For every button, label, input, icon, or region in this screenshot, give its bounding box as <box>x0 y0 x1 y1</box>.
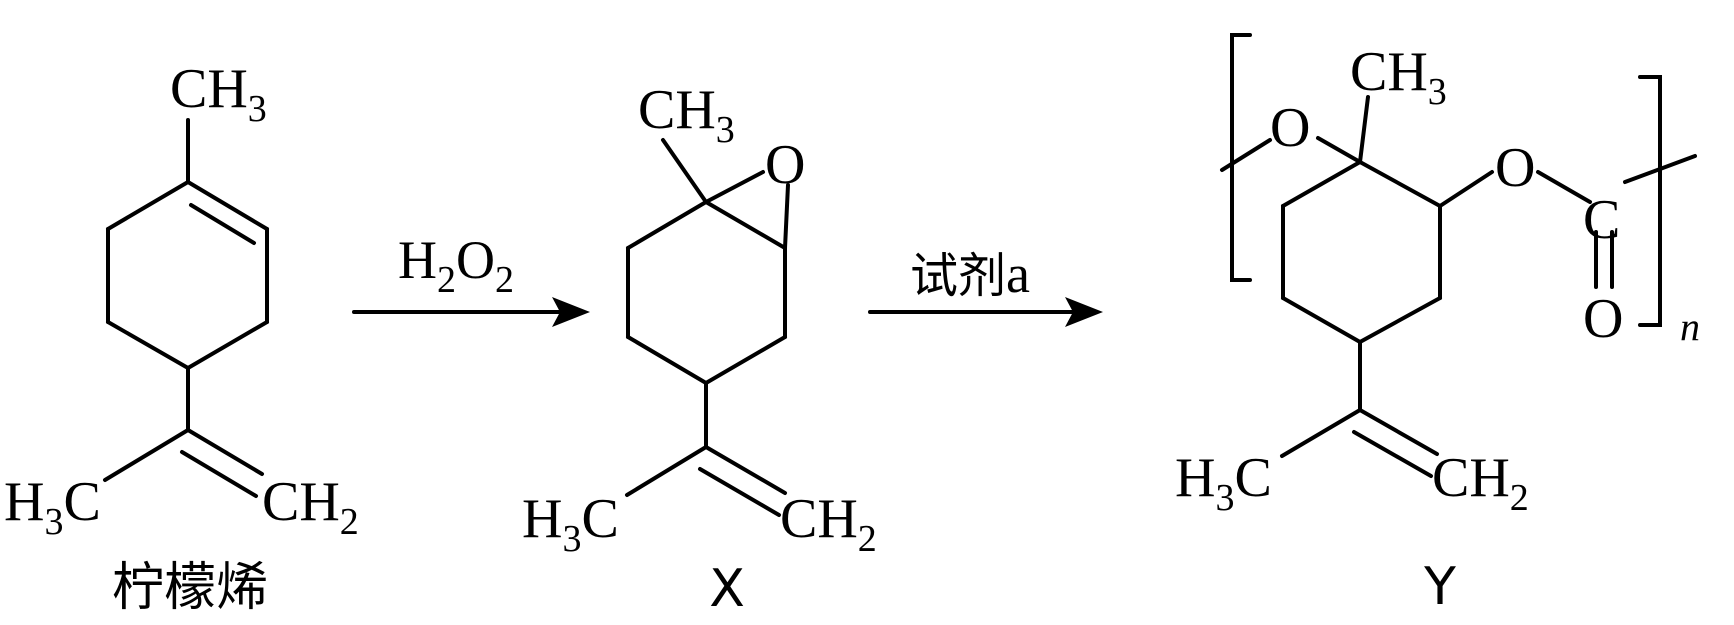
reagent-1-label: H2O2 <box>398 230 514 301</box>
limonene-structure: CH3 H3C CH2 柠檬烯 <box>4 58 359 618</box>
limonene-name: 柠檬烯 <box>112 558 268 618</box>
y-repeat-label: n <box>1680 304 1700 349</box>
x-oxygen-label: O <box>765 134 805 196</box>
x-top-label: CH3 <box>638 79 735 151</box>
y-carbonyl-oxygen-label: O <box>1583 288 1623 350</box>
y-top-label: CH3 <box>1350 41 1447 113</box>
y-ester-oxygen-label: O <box>1495 137 1535 199</box>
reaction-arrow-1: H2O2 <box>352 230 590 327</box>
y-structure: CH3 O O C O n H3C CH2 Y <box>1175 33 1700 617</box>
y-left-label: H3C <box>1175 447 1272 519</box>
limonene-top-label: CH3 <box>170 58 267 130</box>
x-left-label: H3C <box>522 488 619 560</box>
x-name: X <box>709 559 745 619</box>
x-right-label: CH2 <box>780 488 877 560</box>
limonene-left-label: H3C <box>4 471 101 543</box>
limonene-right-label: CH2 <box>262 471 359 543</box>
reagent-2-label: 试剂a <box>910 244 1030 304</box>
y-name: Y <box>1423 557 1456 617</box>
y-ring-oxygen-label: O <box>1270 97 1310 159</box>
y-right-label: CH2 <box>1432 447 1529 519</box>
y-carbonyl-carbon-label: C <box>1583 189 1620 251</box>
reaction-arrow-2: 试剂a <box>868 244 1103 327</box>
x-structure: CH3 O H3C CH2 X <box>522 79 877 619</box>
